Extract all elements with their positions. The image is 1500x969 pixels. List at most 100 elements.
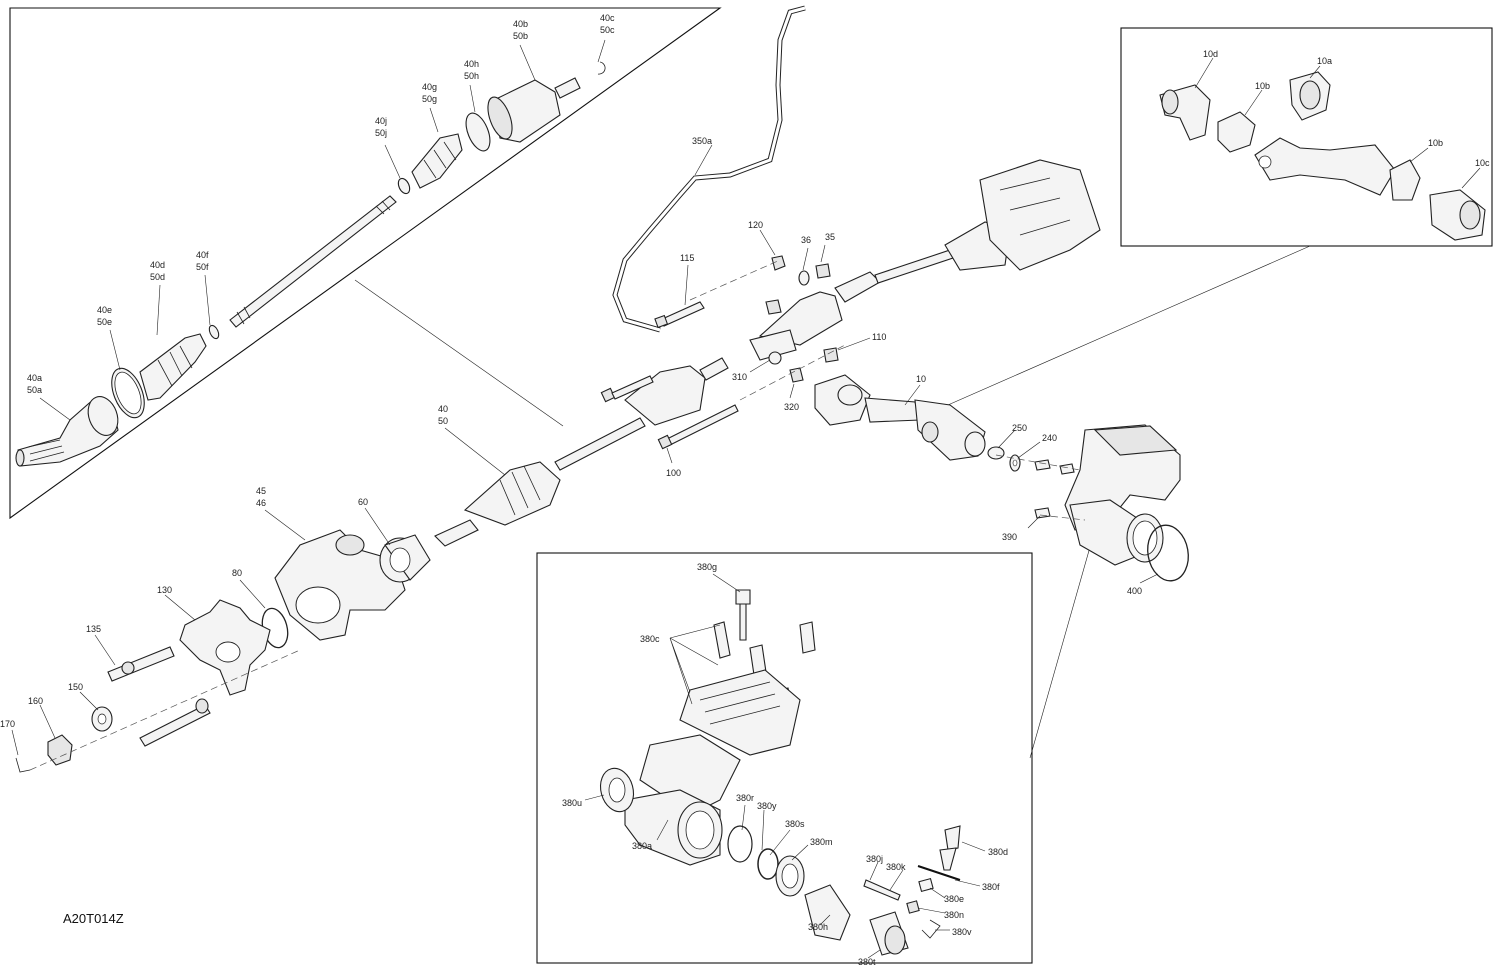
- assembly-axis-lines: [29, 259, 1086, 771]
- callout-10c: 10c: [1475, 158, 1490, 168]
- propshaft-detail-parts: [1159, 71, 1486, 241]
- driveshaft-detail-frame: [9, 7, 722, 520]
- drive-shaft-right: [749, 159, 1101, 361]
- callout-400: 400: [1127, 586, 1142, 596]
- callout-320: 320: [784, 402, 799, 412]
- callout-380m: 380m: [810, 837, 833, 847]
- callout-10: 10: [916, 374, 926, 384]
- callout-380h: 380h: [808, 922, 828, 932]
- callout-50a: 50a: [27, 385, 42, 395]
- o-ring-400: [1147, 524, 1189, 582]
- callout-10b-left: 10b: [1255, 81, 1270, 91]
- callout-50b: 50b: [513, 31, 528, 41]
- callout-310: 310: [732, 372, 747, 382]
- callout-40a: 40a: [27, 373, 42, 383]
- axle-shaft: [229, 195, 397, 328]
- propshaft-detail-frame: [1120, 27, 1493, 247]
- gearbox-detail-parts: [599, 589, 961, 956]
- hardware-bolts: [600, 255, 839, 450]
- callout-40b: 40b: [513, 19, 528, 29]
- callout-40f: 40f: [196, 250, 209, 260]
- outer-cv-joint: [15, 396, 119, 467]
- callout-100: 100: [666, 468, 681, 478]
- callout-240: 240: [1042, 433, 1057, 443]
- callout-380d: 380d: [988, 847, 1008, 857]
- callout-46: 46: [256, 498, 266, 508]
- gearbox-detail-frame: [536, 552, 1033, 964]
- callout-110: 110: [872, 332, 886, 342]
- vent-hose: [612, 5, 806, 333]
- circlip-40c: [597, 61, 606, 75]
- callout-350a: 350a: [692, 136, 712, 146]
- cotter-pin: [15, 757, 31, 773]
- callout-380u: 380u: [562, 798, 582, 808]
- callout-50j: 50j: [375, 128, 387, 138]
- callout-50d: 50d: [150, 272, 165, 282]
- callout-380j: 380j: [866, 854, 883, 864]
- callout-380r: 380r: [736, 793, 754, 803]
- callout-50e: 50e: [97, 317, 112, 327]
- leader-lines: [11, 39, 1481, 959]
- callout-160: 160: [28, 696, 43, 706]
- callout-250: 250: [1012, 423, 1027, 433]
- callout-45: 45: [256, 486, 266, 496]
- retaining-ring-small: [208, 324, 220, 340]
- callout-50c: 50c: [600, 25, 615, 35]
- callout-40g: 40g: [422, 82, 437, 92]
- callout-60: 60: [358, 497, 368, 507]
- callout-130: 130: [157, 585, 172, 595]
- callout-50g: 50g: [422, 94, 437, 104]
- castle-nut: [47, 734, 73, 766]
- spacer-250: [987, 446, 1005, 460]
- callout-40c: 40c: [600, 13, 615, 23]
- wheel-studs: [107, 646, 211, 747]
- cv-boot-outer: [139, 333, 207, 401]
- callout-50f: 50f: [196, 262, 209, 272]
- callout-50h: 50h: [464, 71, 479, 81]
- drive-shaft-left: [434, 357, 729, 547]
- callout-10d: 10d: [1203, 49, 1218, 59]
- callout-120: 120: [748, 220, 763, 230]
- callout-36: 36: [801, 235, 811, 245]
- callout-10b-right: 10b: [1428, 138, 1443, 148]
- callout-35: 35: [825, 232, 835, 242]
- callout-380n: 380n: [944, 910, 964, 920]
- callout-380c: 380c: [640, 634, 660, 644]
- callout-380t: 380t: [858, 957, 876, 967]
- callout-380f: 380f: [982, 882, 1000, 892]
- wheel-bearing: [379, 534, 431, 583]
- callout-170: 170: [0, 719, 15, 729]
- callout-40e: 40e: [97, 305, 112, 315]
- callout-135: 135: [86, 624, 101, 634]
- boot-clamp-small: [465, 112, 491, 152]
- callout-380v: 380v: [952, 927, 972, 937]
- callout-40: 40: [438, 404, 448, 414]
- drawing-code: A20T014Z: [63, 911, 124, 926]
- callout-380g: 380g: [697, 562, 717, 572]
- callout-380k: 380k: [886, 862, 906, 872]
- front-gearbox-housing: [1064, 424, 1181, 566]
- boot-clamp-large: [111, 367, 145, 419]
- inner-cv-joint: [487, 77, 581, 143]
- callout-80: 80: [232, 568, 242, 578]
- callout-380e: 380e: [944, 894, 964, 904]
- callout-380a: 380a: [632, 841, 652, 851]
- callout-40d: 40d: [150, 260, 165, 270]
- callout-40j: 40j: [375, 116, 387, 126]
- propeller-shaft: [814, 374, 986, 461]
- driveshaft-exploded-group: [15, 61, 606, 467]
- callout-50: 50: [438, 416, 448, 426]
- callout-40h: 40h: [464, 59, 479, 69]
- callout-115: 115: [680, 253, 694, 263]
- callout-150: 150: [68, 682, 83, 692]
- wheel-hub: [179, 599, 271, 696]
- callout-labels: 40a 50a 40e 50e 40d 50d 40f 50f 40j 50j …: [0, 13, 1490, 967]
- callout-380s: 380s: [785, 819, 805, 829]
- callout-380y: 380y: [757, 801, 777, 811]
- steering-knuckle: [274, 529, 406, 641]
- callout-390: 390: [1002, 532, 1017, 542]
- callout-10a: 10a: [1317, 56, 1332, 66]
- cv-boot-inner: [411, 133, 463, 189]
